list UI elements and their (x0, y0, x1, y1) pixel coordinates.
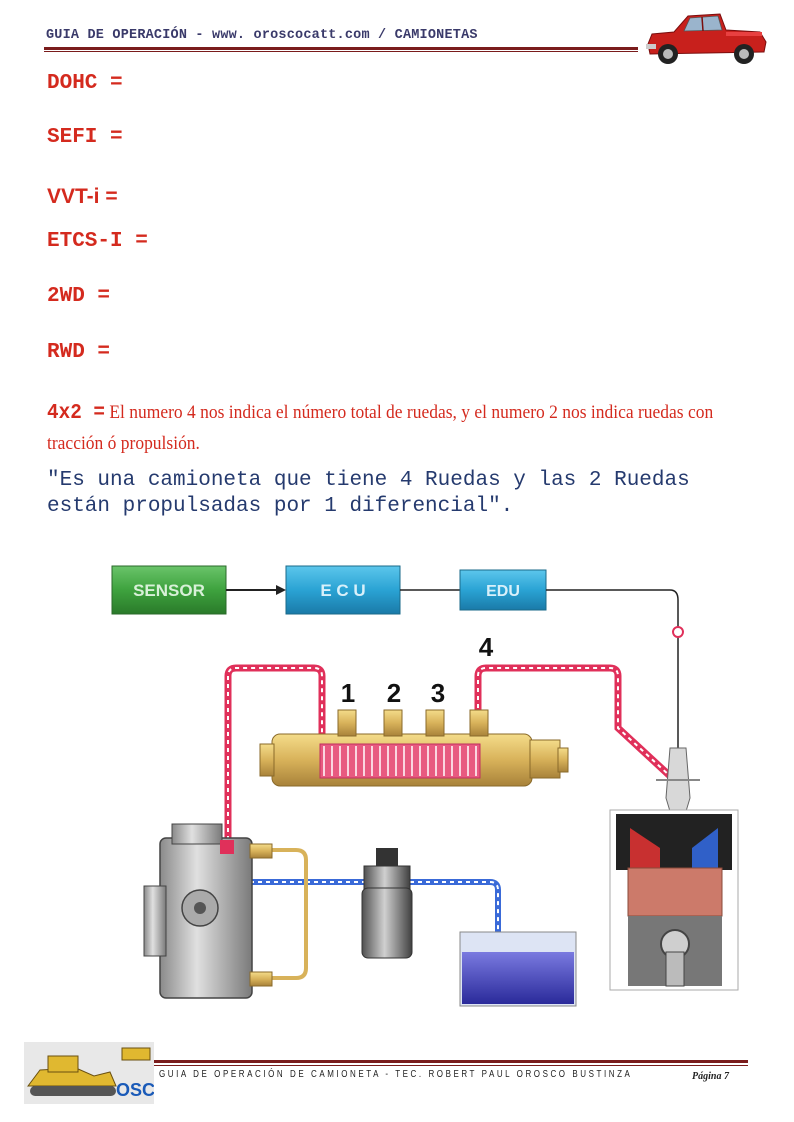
header-title: GUIA DE OPERACIÓN - www. oroscocatt.com … (46, 28, 478, 43)
label-3: 3 (431, 678, 445, 708)
term-sefi: SEFI = (47, 126, 123, 149)
fuel-tank (459, 931, 577, 1007)
edu-box: EDU (459, 569, 547, 611)
page-number: Página 7 (692, 1071, 729, 1082)
arrow-head (276, 585, 286, 595)
ecu-box: E C U (285, 565, 401, 615)
footer-rule-thin (154, 1065, 748, 1066)
definition-text: El numero 4 nos indica el número total d… (47, 402, 714, 454)
definition-4x2: 4x2 = El numero 4 nos indica el número t… (47, 398, 732, 459)
label-2: 2 (387, 678, 401, 708)
common-rail (259, 709, 569, 787)
company-logo: OSCO (24, 1042, 154, 1104)
supply-pipe (250, 848, 308, 980)
header-rule-thin (44, 51, 638, 52)
footer-credit: GUIA DE OPERACIÓN DE CAMIONETA - TEC. RO… (159, 1069, 633, 1080)
sensor-label: SENSOR (133, 581, 205, 600)
footer-rule (154, 1060, 748, 1063)
edu-label: EDU (486, 583, 520, 600)
header-rule (44, 47, 638, 50)
fuel-filter (361, 848, 413, 959)
wire-connector (672, 626, 684, 638)
ecu-label: E C U (320, 581, 365, 600)
label-4: 4 (479, 632, 494, 662)
term-vvti: VVT-i = (47, 185, 118, 208)
quote-text: "Es una camioneta que tiene 4 Ruedas y l… (47, 469, 690, 518)
label-1: 1 (341, 678, 355, 708)
page-header: GUIA DE OPERACIÓN - www. oroscocatt.com … (44, 26, 638, 56)
term-2wd: 2WD = (47, 285, 111, 308)
engine-cylinder (609, 809, 739, 991)
logo-text: OSCO (116, 1080, 154, 1100)
term-dohc: DOHC = (47, 72, 123, 95)
pickup-truck-image (646, 13, 767, 64)
term-rwd: RWD = (47, 341, 111, 364)
term-etcs-i: ETCS-I = (47, 230, 148, 253)
page-footer: OSCO GUIA DE OPERACIÓN DE CAMIONETA - TE… (24, 1042, 754, 1104)
fuel-injection-diagram: SENSOR E C U EDU 1 2 3 4 (111, 565, 739, 1007)
edu-signal-wire (546, 589, 679, 748)
high-pressure-line (224, 664, 673, 848)
high-pressure-pump (143, 823, 273, 999)
header-bar: GUIA DE OPERACIÓN - www. oroscocatt.com … (44, 26, 638, 46)
sensor-box: SENSOR (111, 565, 227, 615)
return-fuel-line (250, 879, 501, 932)
definition-lead: 4x2 = (47, 402, 105, 425)
